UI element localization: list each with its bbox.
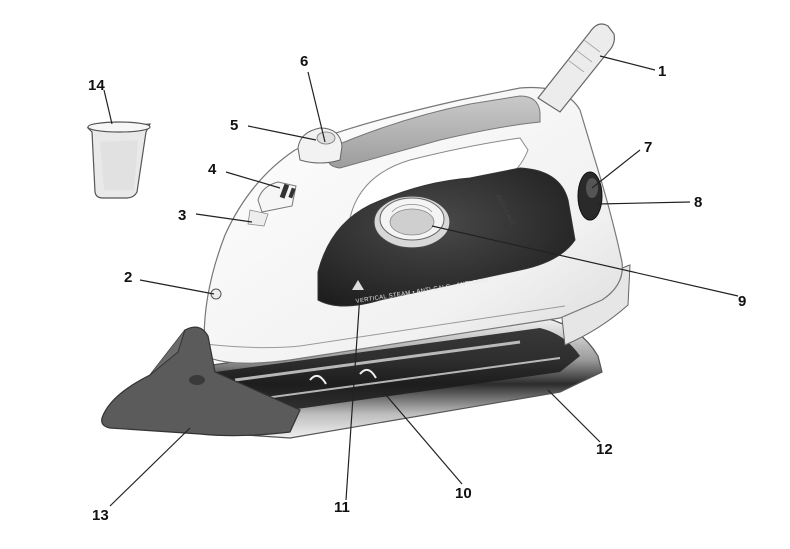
callout-labels: 1 2 3 4 5 6 7 8 9 10 11 12 13 14 [88,53,746,524]
callout-9: 9 [738,293,746,310]
spray-burst-buttons[interactable] [247,181,297,227]
callout-2: 2 [124,269,132,286]
callout-5: 5 [230,117,238,134]
callout-7: 7 [644,139,652,156]
self-clean-button[interactable] [577,171,603,221]
measuring-cup [86,121,152,199]
leader-lines [103,55,739,507]
callout-4: 4 [208,161,217,178]
callout-11: 11 [334,499,350,516]
callout-6: 6 [300,53,308,70]
steam-regulator[interactable] [297,127,343,164]
callout-1: 1 [658,63,666,80]
callout-12: 12 [596,441,613,458]
callout-3: 3 [178,207,186,224]
steam-symbol-icon [352,280,364,290]
callout-13: 13 [92,507,109,524]
callout-10: 10 [455,485,472,502]
soleplate [204,317,603,439]
power-cord-guard [537,23,615,113]
soleplate-protector [101,326,301,437]
callout-8: 8 [694,194,702,211]
callout-14: 14 [88,77,105,94]
temperature-dial[interactable] [373,195,451,249]
